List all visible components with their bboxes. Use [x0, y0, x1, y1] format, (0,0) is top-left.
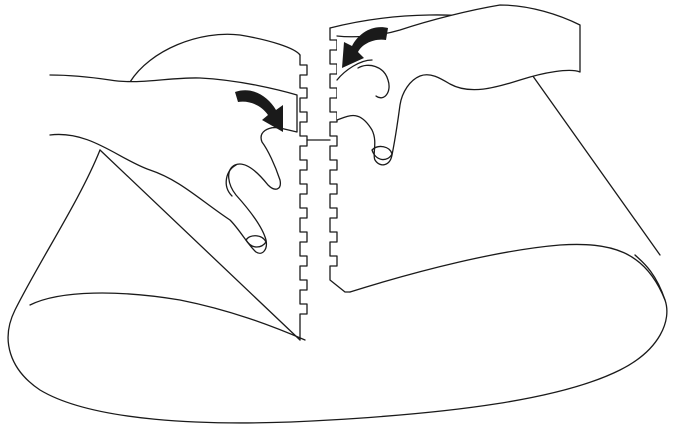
sheet-right-edge [530, 72, 660, 255]
sheet-roll-inner-curve [30, 293, 305, 340]
sheet-left-top [130, 34, 300, 82]
sheet-roll-right-inner [350, 244, 665, 300]
seam-left-tabs [300, 55, 307, 340]
